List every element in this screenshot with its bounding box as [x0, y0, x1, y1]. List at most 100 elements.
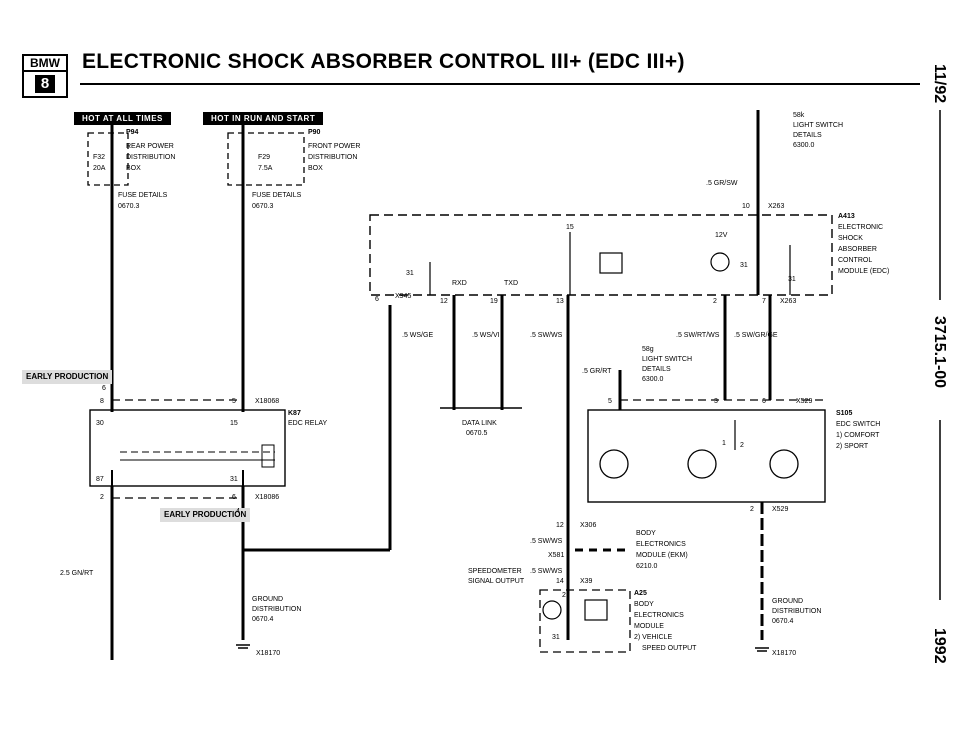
data-link-ref: 0670.5	[466, 430, 488, 437]
a413-control: CONTROL	[838, 257, 873, 264]
light-switch-58k-ref: 6300.0	[793, 142, 815, 149]
f29-rating: 7.5A	[258, 165, 273, 172]
pin-12: 12	[440, 298, 448, 305]
a413-module: MODULE (EDC)	[838, 268, 890, 275]
connector-x18170-right: X18170	[772, 650, 797, 657]
ground-31-c: 31	[788, 276, 796, 283]
supply-12v: 12V	[715, 232, 728, 239]
a413-label: A413	[838, 213, 855, 220]
pin-14: 14	[556, 578, 564, 585]
early-production-pin-6: 6	[102, 385, 106, 392]
edc-switch-comfort: 1) COMFORT	[836, 432, 880, 439]
k87-label: K87	[288, 410, 301, 417]
pin-19: 19	[490, 298, 498, 305]
pin-2-switch: 2	[750, 506, 754, 513]
pin-10: 10	[742, 203, 750, 210]
relay-pin-87: 87	[96, 476, 104, 483]
a25-label: A25	[634, 590, 647, 597]
fuse-details-2: FUSE DETAILS	[252, 192, 302, 199]
page-title: ELECTRONIC SHOCK ABSORBER CONTROL III+ (…	[82, 50, 685, 73]
wire-gn-rt: 2.5 GN/RT	[60, 570, 94, 577]
ground-31-b: 31	[740, 262, 748, 269]
ground-ref-1: 0670.4	[252, 616, 274, 623]
rear-box-label: BOX	[126, 165, 141, 172]
ground-distribution-2: DISTRIBUTION	[772, 608, 822, 615]
light-switch-58g-id: 58g	[642, 346, 654, 353]
wire-gr-sw: .5 GR/SW	[706, 180, 738, 187]
connector-x529-top: X529	[796, 398, 813, 405]
edc-relay-label: EDC RELAY	[288, 420, 328, 427]
pin-13: 13	[556, 298, 564, 305]
connector-x18170-left: X18170	[256, 650, 281, 657]
hot-in-run-label: HOT IN RUN AND START	[203, 112, 324, 125]
a413-absorber: ABSORBER	[838, 246, 877, 253]
f32-label: F32	[93, 154, 106, 161]
p90-label: P90	[308, 129, 321, 136]
ekm-module: MODULE (EKM)	[636, 552, 688, 559]
ground-31-a: 31	[406, 270, 414, 277]
ekm-body: BODY	[636, 530, 656, 537]
a25-body: BODY	[634, 601, 654, 608]
wire-ws-vi: .5 WS/VI	[472, 332, 500, 339]
rear-power-label: REAR POWER	[126, 143, 174, 150]
front-power-label: FRONT POWER	[308, 143, 361, 150]
edc-switch-label: EDC SWITCH	[836, 421, 881, 428]
fuse-details-1: FUSE DETAILS	[118, 192, 168, 199]
pin-6-relay: 6	[232, 494, 236, 501]
light-switch-58k-id: 58k	[793, 112, 805, 119]
signal-output-label: SIGNAL OUTPUT	[468, 578, 525, 585]
relay-pin-15: 15	[230, 420, 238, 427]
ground-label-2: GROUND	[772, 598, 804, 605]
f29-label: F29	[258, 154, 271, 161]
bmw-logo: BMW 8	[22, 54, 68, 98]
pin-15: 15	[566, 224, 574, 231]
ground-distribution-1: DISTRIBUTION	[252, 606, 302, 613]
pin-2-a25: 2	[562, 592, 566, 599]
switch-position-2: 2	[740, 442, 744, 449]
logo-series: 8	[34, 75, 56, 93]
pin-2: 2	[713, 298, 717, 305]
light-switch-58g-details: DETAILS	[642, 366, 671, 373]
pin-5-relay: 5	[232, 398, 236, 405]
connector-x18086: X18086	[255, 494, 280, 501]
wire-gr-rt: .5 GR/RT	[582, 368, 612, 375]
wire-sw-ws-ekm: .5 SW/WS	[530, 538, 563, 545]
ekm-electronics: ELECTRONICS	[636, 541, 686, 548]
ground-ref-2: 0670.4	[772, 618, 794, 625]
connector-x263-bottom: X263	[780, 298, 797, 305]
pin-6-switch: 6	[762, 398, 766, 405]
f32-rating: 20A	[93, 165, 106, 172]
wire-sw-rt-ws: .5 SW/RT/WS	[676, 332, 720, 339]
speedometer-label: SPEEDOMETER	[468, 568, 522, 575]
wire-sw-ws-speed: .5 SW/WS	[530, 568, 563, 575]
relay-pin-31: 31	[230, 476, 238, 483]
a25-speed-output: SPEED OUTPUT	[642, 645, 697, 652]
ground-31-a25: 31	[552, 634, 560, 641]
p94-label: P94	[126, 129, 139, 136]
fuse-details-2-ref: 0670.3	[252, 203, 274, 210]
a413-shock: SHOCK	[838, 235, 863, 242]
early-production-tag-2: EARLY PRODUCTION	[160, 508, 251, 522]
connector-x529-bottom: X529	[772, 506, 789, 513]
relay-pin-30: 30	[96, 420, 104, 427]
wire-ws-ge: .5 WS/GE	[402, 332, 434, 339]
data-link-label: DATA LINK	[462, 420, 497, 427]
light-switch-58k-details: DETAILS	[793, 132, 822, 139]
pin-12-ekm: 12	[556, 522, 564, 529]
a25-module: MODULE	[634, 623, 664, 630]
switch-position-1: 1	[722, 440, 726, 447]
light-switch-58g-label: LIGHT SWITCH	[642, 356, 693, 363]
front-box-label: BOX	[308, 165, 323, 172]
pin-3: 3	[714, 398, 718, 405]
fuse-details-1-ref: 0670.3	[118, 203, 140, 210]
light-switch-58g-ref: 6300.0	[642, 376, 664, 383]
txd-label: TXD	[504, 280, 518, 287]
connector-x581: X581	[548, 552, 565, 559]
ground-label-1: GROUND	[252, 596, 284, 603]
front-distribution-label: DISTRIBUTION	[308, 154, 358, 161]
edc-switch-sport: 2) SPORT	[836, 443, 869, 450]
connector-x39: X39	[580, 578, 593, 585]
s105-label: S105	[836, 410, 853, 417]
pin-7: 7	[762, 298, 766, 305]
